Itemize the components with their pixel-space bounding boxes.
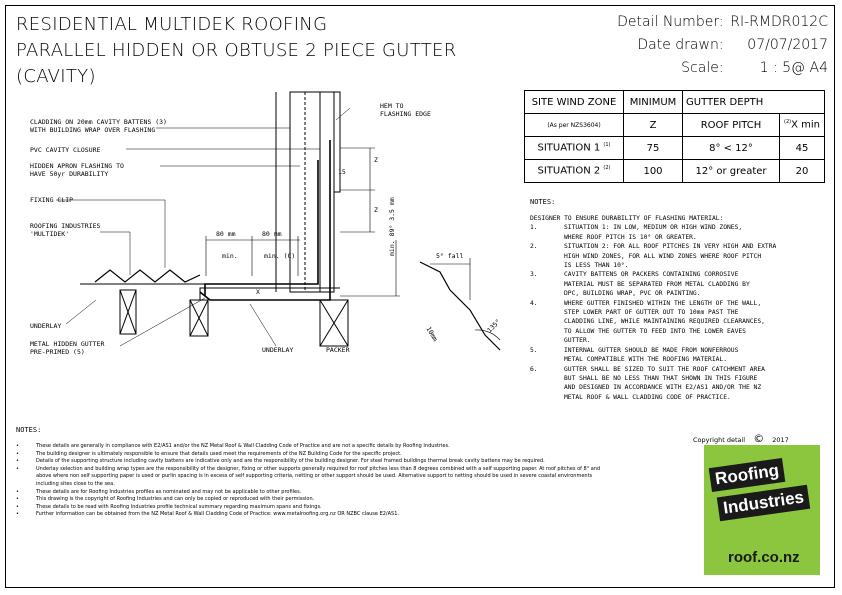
list-item: 4.WHERE GUTTER FINISHED WITHIN THE LENGT…: [530, 299, 765, 345]
bottom-notes-heading: NOTES:: [16, 426, 42, 434]
right-notes-heading: NOTES:: [530, 198, 556, 206]
label-fixing-clip: FIXING CLIP: [30, 196, 74, 204]
pitch-cell: 12° or greater: [682, 159, 780, 183]
table-row: SITUATION 2 (2) 100 12° or greater 20: [524, 159, 825, 183]
title-line-1: RESIDENTIAL MULTIDEK ROOFING: [16, 14, 328, 35]
logo-url: roof.co.nz: [728, 549, 800, 566]
leader-underlay-bottom: [249, 303, 277, 347]
label-dim-z2: Z: [374, 206, 378, 214]
list-item: 6.GUTTER SHALL BE SIZED TO SUIT THE ROOF…: [530, 365, 765, 401]
as-per-nzs: (As per NZS3604): [524, 113, 624, 137]
label-packer: PACKER: [326, 346, 350, 354]
bottom-notes: •These details are generally in complian…: [16, 443, 616, 519]
date-label: Date drawn:: [637, 37, 724, 53]
apron-flashing: [199, 140, 331, 301]
copyright-line: Copyright detail © 2017: [693, 432, 789, 445]
gutter-profile: [204, 160, 319, 296]
logo-line-1: Roofing: [708, 457, 786, 493]
purlin-2: [189, 299, 209, 337]
label-dim-80-a: 80 mm: [216, 230, 236, 238]
situation-cell: SITUATION 2 (2): [524, 159, 624, 183]
label-underlay-bottom: UNDERLAY: [262, 346, 294, 354]
right-notes: DESIGNER TO ENSURE DURABILITY OF FLASHIN…: [530, 214, 820, 402]
label-cladding: CLADDING ON 20mm CAVITY BATTENS (3)WITH …: [30, 118, 167, 134]
title-line-3: (CAVITY): [16, 66, 96, 87]
label-dim-z1: Z: [374, 156, 378, 164]
situation-cell: SITUATION 1 (1): [524, 136, 624, 160]
detail-number-row: Detail Number: RI-RMDR012C: [617, 14, 828, 30]
list-item: •These details are for Roofing Industrie…: [16, 488, 302, 495]
z-label: Z: [623, 113, 683, 137]
minimum-cell: 75: [623, 136, 683, 160]
list-item: 5.INTERNAL GUTTER SHOULD BE MADE FROM NO…: [530, 346, 739, 364]
title-line-2: PARALLEL HIDDEN OR OBTUSE 2 PIECE GUTTER: [16, 40, 457, 61]
wall-cladding: [333, 91, 341, 193]
scale-label: Scale:: [681, 60, 724, 76]
depth-cell: 45: [779, 136, 825, 160]
leader-underlay: [65, 299, 97, 325]
depth-cell: 20: [779, 159, 825, 183]
roofing-industries-logo: Roofing Industries roof.co.nz: [704, 445, 820, 575]
list-item: •This drawing is the copyright of Roofin…: [16, 496, 315, 503]
detail-number-label: Detail Number:: [617, 14, 724, 30]
table-row: SITUATION 1 (1) 75 8° < 12° 45: [524, 136, 825, 160]
cavity-batten: [319, 91, 335, 293]
list-item: 1.SITUATION 1: IN LOW, MEDIUM OR HIGH WI…: [530, 224, 743, 241]
label-dim-x: X: [256, 288, 260, 296]
right-notes-intro: DESIGNER TO ENSURE DURABILITY OF FLASHIN…: [530, 215, 724, 222]
list-item: •These details are generally in complian…: [16, 443, 450, 449]
list-item: 2.SITUATION 2: FOR ALL ROOF PITCHES IN V…: [530, 243, 777, 270]
label-dim-15: 15: [338, 168, 346, 176]
drawing-frame: [5, 5, 835, 588]
label-dim-min: min.: [222, 252, 238, 260]
leader-fixing-clip: [56, 199, 166, 268]
section-profile: [419, 261, 501, 351]
leader-hem: [335, 107, 351, 121]
date-value: 07/07/2017: [747, 37, 828, 53]
label-dim-80-b: 80 mm: [262, 230, 282, 238]
leader-multidek: [100, 231, 131, 275]
leader-gutter: [119, 297, 206, 347]
angle-arc: [474, 329, 501, 341]
scale-value: 1 : 5@ A4: [759, 60, 828, 76]
packer-diag: [319, 299, 349, 347]
label-roofing-industries: ROOFING INDUSTRIES'MULTIDEK': [30, 222, 101, 238]
list-item: •Further information can be obtained fro…: [16, 511, 399, 518]
copyright-icon: ©: [753, 432, 765, 445]
label-fall: 5° fall: [436, 252, 464, 260]
list-item: •The building designer is ultimately res…: [16, 450, 402, 457]
date-row: Date drawn: 07/07/2017: [637, 37, 828, 53]
roof-pitch-header: ROOF PITCH: [682, 113, 780, 137]
label-underlay: UNDERLAY: [30, 322, 62, 330]
multidek-sheet: [94, 269, 201, 283]
th-site-wind-zone: SITE WIND ZONE: [524, 90, 624, 114]
purlin-1-diag: [119, 289, 137, 335]
label-dim-vertical: min. 89° 3.5 mm: [388, 197, 396, 256]
logo-line-2: Industries: [716, 484, 811, 522]
list-item: •These details to be read with Roofing I…: [16, 503, 322, 510]
list-item: •Details of the supporting structure inc…: [16, 458, 545, 465]
scale-row: Scale: 1 : 5@ A4: [681, 60, 828, 76]
label-pvc: PVC CAVITY CLOSURE: [30, 146, 101, 154]
detail-number: RI-RMDR012C: [730, 14, 828, 30]
purlin-2-diag: [189, 299, 209, 337]
purlin-1: [119, 289, 137, 335]
list-item: •Underlay selection and building wrap ty…: [16, 465, 601, 487]
minimum-cell: 100: [623, 159, 683, 183]
label-dim-min-c: min. (C): [264, 252, 296, 260]
hidden-gutter: [199, 287, 340, 300]
wind-zone-table: SITE WIND ZONE MINIMUM GUTTER DEPTH (As …: [524, 90, 825, 183]
packer: [319, 299, 349, 347]
list-item: 3.CAVITY BATTENS OR PACKERS CONTAINING C…: [530, 271, 750, 298]
